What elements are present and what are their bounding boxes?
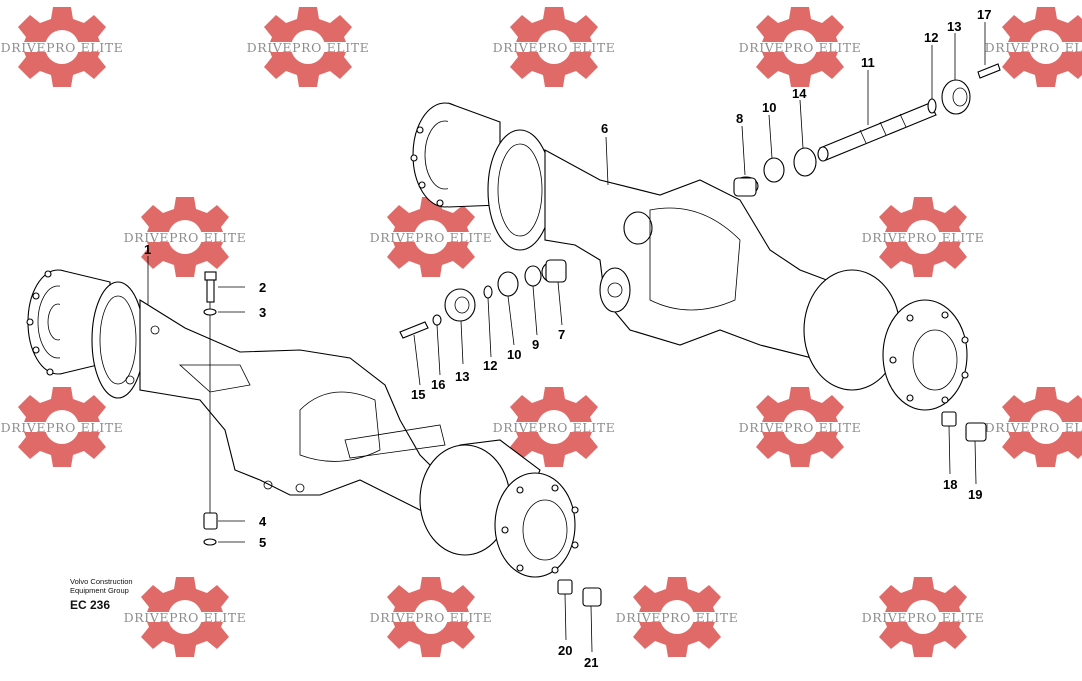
callout-12-center: 12 xyxy=(483,358,497,373)
callout-10-rear: 10 xyxy=(762,100,776,115)
callout-20: 20 xyxy=(558,643,572,658)
watermark-logo: DRIVEPRO ELITE xyxy=(862,197,985,277)
callout-labels: 1 2 3 4 5 6 7 8 9 10 10 11 12 12 13 13 1… xyxy=(144,7,991,670)
rear-axle-left-hub xyxy=(410,102,553,251)
watermark-text: DRIVEPRO ELITE xyxy=(370,610,493,625)
callout-7: 7 xyxy=(558,327,565,342)
watermark-text: DRIVEPRO ELITE xyxy=(739,420,862,435)
center-cover-13 xyxy=(444,288,476,322)
front-axle-left-hub xyxy=(26,269,145,399)
front-axle-bushing-4 xyxy=(203,512,218,530)
watermark-text: DRIVEPRO ELITE xyxy=(124,610,247,625)
watermark-logo: DRIVEPRO ELITE xyxy=(370,197,493,277)
watermark-logo: DRIVEPRO ELITE xyxy=(124,197,247,277)
callout-12-rear: 12 xyxy=(924,30,938,45)
center-bolt-15 xyxy=(399,321,429,339)
callout-11: 11 xyxy=(861,55,875,70)
watermark-logo: DRIVEPRO ELITE xyxy=(862,577,985,657)
watermark-text: DRIVEPRO ELITE xyxy=(1,420,124,435)
watermark-text: DRIVEPRO ELITE xyxy=(739,40,862,55)
front-axle-right-hub xyxy=(419,444,579,578)
callout-1: 1 xyxy=(144,242,151,257)
watermark-logo: DRIVEPRO ELITE xyxy=(616,577,739,657)
rear-axle-ring-12 xyxy=(927,98,937,114)
watermark-text: DRIVEPRO ELITE xyxy=(862,610,985,625)
center-washer-16 xyxy=(432,314,442,326)
watermark-text: DRIVEPRO ELITE xyxy=(493,420,616,435)
front-axle-wheel-stud-20 xyxy=(557,579,573,595)
rear-axle-seal-14 xyxy=(793,147,817,177)
front-axle-assembly xyxy=(26,269,602,607)
leader-lines xyxy=(147,22,986,653)
watermark-text: DRIVEPRO ELITE xyxy=(124,230,247,245)
callout-13-rear: 13 xyxy=(947,19,961,34)
rear-wheel-nut-19 xyxy=(965,422,987,442)
callout-3: 3 xyxy=(259,305,266,320)
callout-2: 2 xyxy=(259,280,266,295)
watermark-logo: DRIVEPRO ELITE xyxy=(1,387,124,467)
rear-axle-bushing-8 xyxy=(733,176,759,197)
watermark-text: DRIVEPRO ELITE xyxy=(247,40,370,55)
center-seal-10 xyxy=(497,271,519,297)
watermark-logo: DRIVEPRO ELITE xyxy=(124,577,247,657)
rear-axle-cover-13 xyxy=(941,79,971,115)
watermark-logo: DRIVEPRO ELITE xyxy=(985,387,1082,467)
callout-4: 4 xyxy=(259,514,267,529)
watermark-text: DRIVEPRO ELITE xyxy=(985,40,1082,55)
watermark-logo: DRIVEPRO ELITE xyxy=(739,387,862,467)
watermark-logo: DRIVEPRO ELITE xyxy=(1,7,124,87)
front-axle-bolt-2 xyxy=(204,271,217,303)
watermark-text: DRIVEPRO ELITE xyxy=(616,610,739,625)
rear-axle-shaft-11 xyxy=(817,102,937,162)
callout-17: 17 xyxy=(977,7,991,22)
callout-19: 19 xyxy=(968,487,982,502)
watermark-text: DRIVEPRO ELITE xyxy=(493,40,616,55)
rear-axle-seal-10 xyxy=(763,157,785,183)
callout-9: 9 xyxy=(532,337,539,352)
watermark-logo: DRIVEPRO ELITE xyxy=(370,577,493,657)
callout-15: 15 xyxy=(411,387,425,402)
caption-diagram-code: EC 236 xyxy=(70,598,111,612)
callout-18: 18 xyxy=(943,477,957,492)
rear-axle-right-hub xyxy=(803,269,969,411)
callout-21: 21 xyxy=(584,655,598,670)
center-ring-12 xyxy=(483,285,493,299)
callout-16: 16 xyxy=(431,377,445,392)
callout-14: 14 xyxy=(792,86,807,101)
watermark-logo: DRIVEPRO ELITE xyxy=(247,7,370,87)
rear-wheel-stud-18 xyxy=(941,411,957,427)
watermark-logo: DRIVEPRO ELITE xyxy=(493,7,616,87)
callout-8: 8 xyxy=(736,111,743,126)
center-bushing-7 xyxy=(541,259,567,283)
watermark-text: DRIVEPRO ELITE xyxy=(862,230,985,245)
watermark-logo: DRIVEPRO ELITE xyxy=(493,387,616,467)
callout-6: 6 xyxy=(601,121,608,136)
watermark-text: DRIVEPRO ELITE xyxy=(370,230,493,245)
center-seal-9 xyxy=(524,265,542,287)
callout-13-center: 13 xyxy=(455,369,469,384)
front-axle-washer-3 xyxy=(203,308,217,316)
watermark-logo: DRIVEPRO ELITE xyxy=(985,7,1082,87)
watermark-logo: DRIVEPRO ELITE xyxy=(739,7,862,87)
diagram-caption: Volvo Construction Equipment Group EC 23… xyxy=(70,577,133,612)
watermark-text: DRIVEPRO ELITE xyxy=(985,420,1082,435)
rear-axle-bolt-17 xyxy=(977,63,1001,79)
rear-axle-assembly xyxy=(399,63,1001,442)
watermark-text: DRIVEPRO ELITE xyxy=(1,40,124,55)
front-axle-wheel-nut-21 xyxy=(582,587,602,607)
front-axle-washer-5 xyxy=(203,538,217,546)
caption-company-line1: Volvo Construction xyxy=(70,577,133,586)
callout-10-center: 10 xyxy=(507,347,521,362)
callout-5: 5 xyxy=(259,535,266,550)
caption-company-line2: Equipment Group xyxy=(70,586,129,595)
